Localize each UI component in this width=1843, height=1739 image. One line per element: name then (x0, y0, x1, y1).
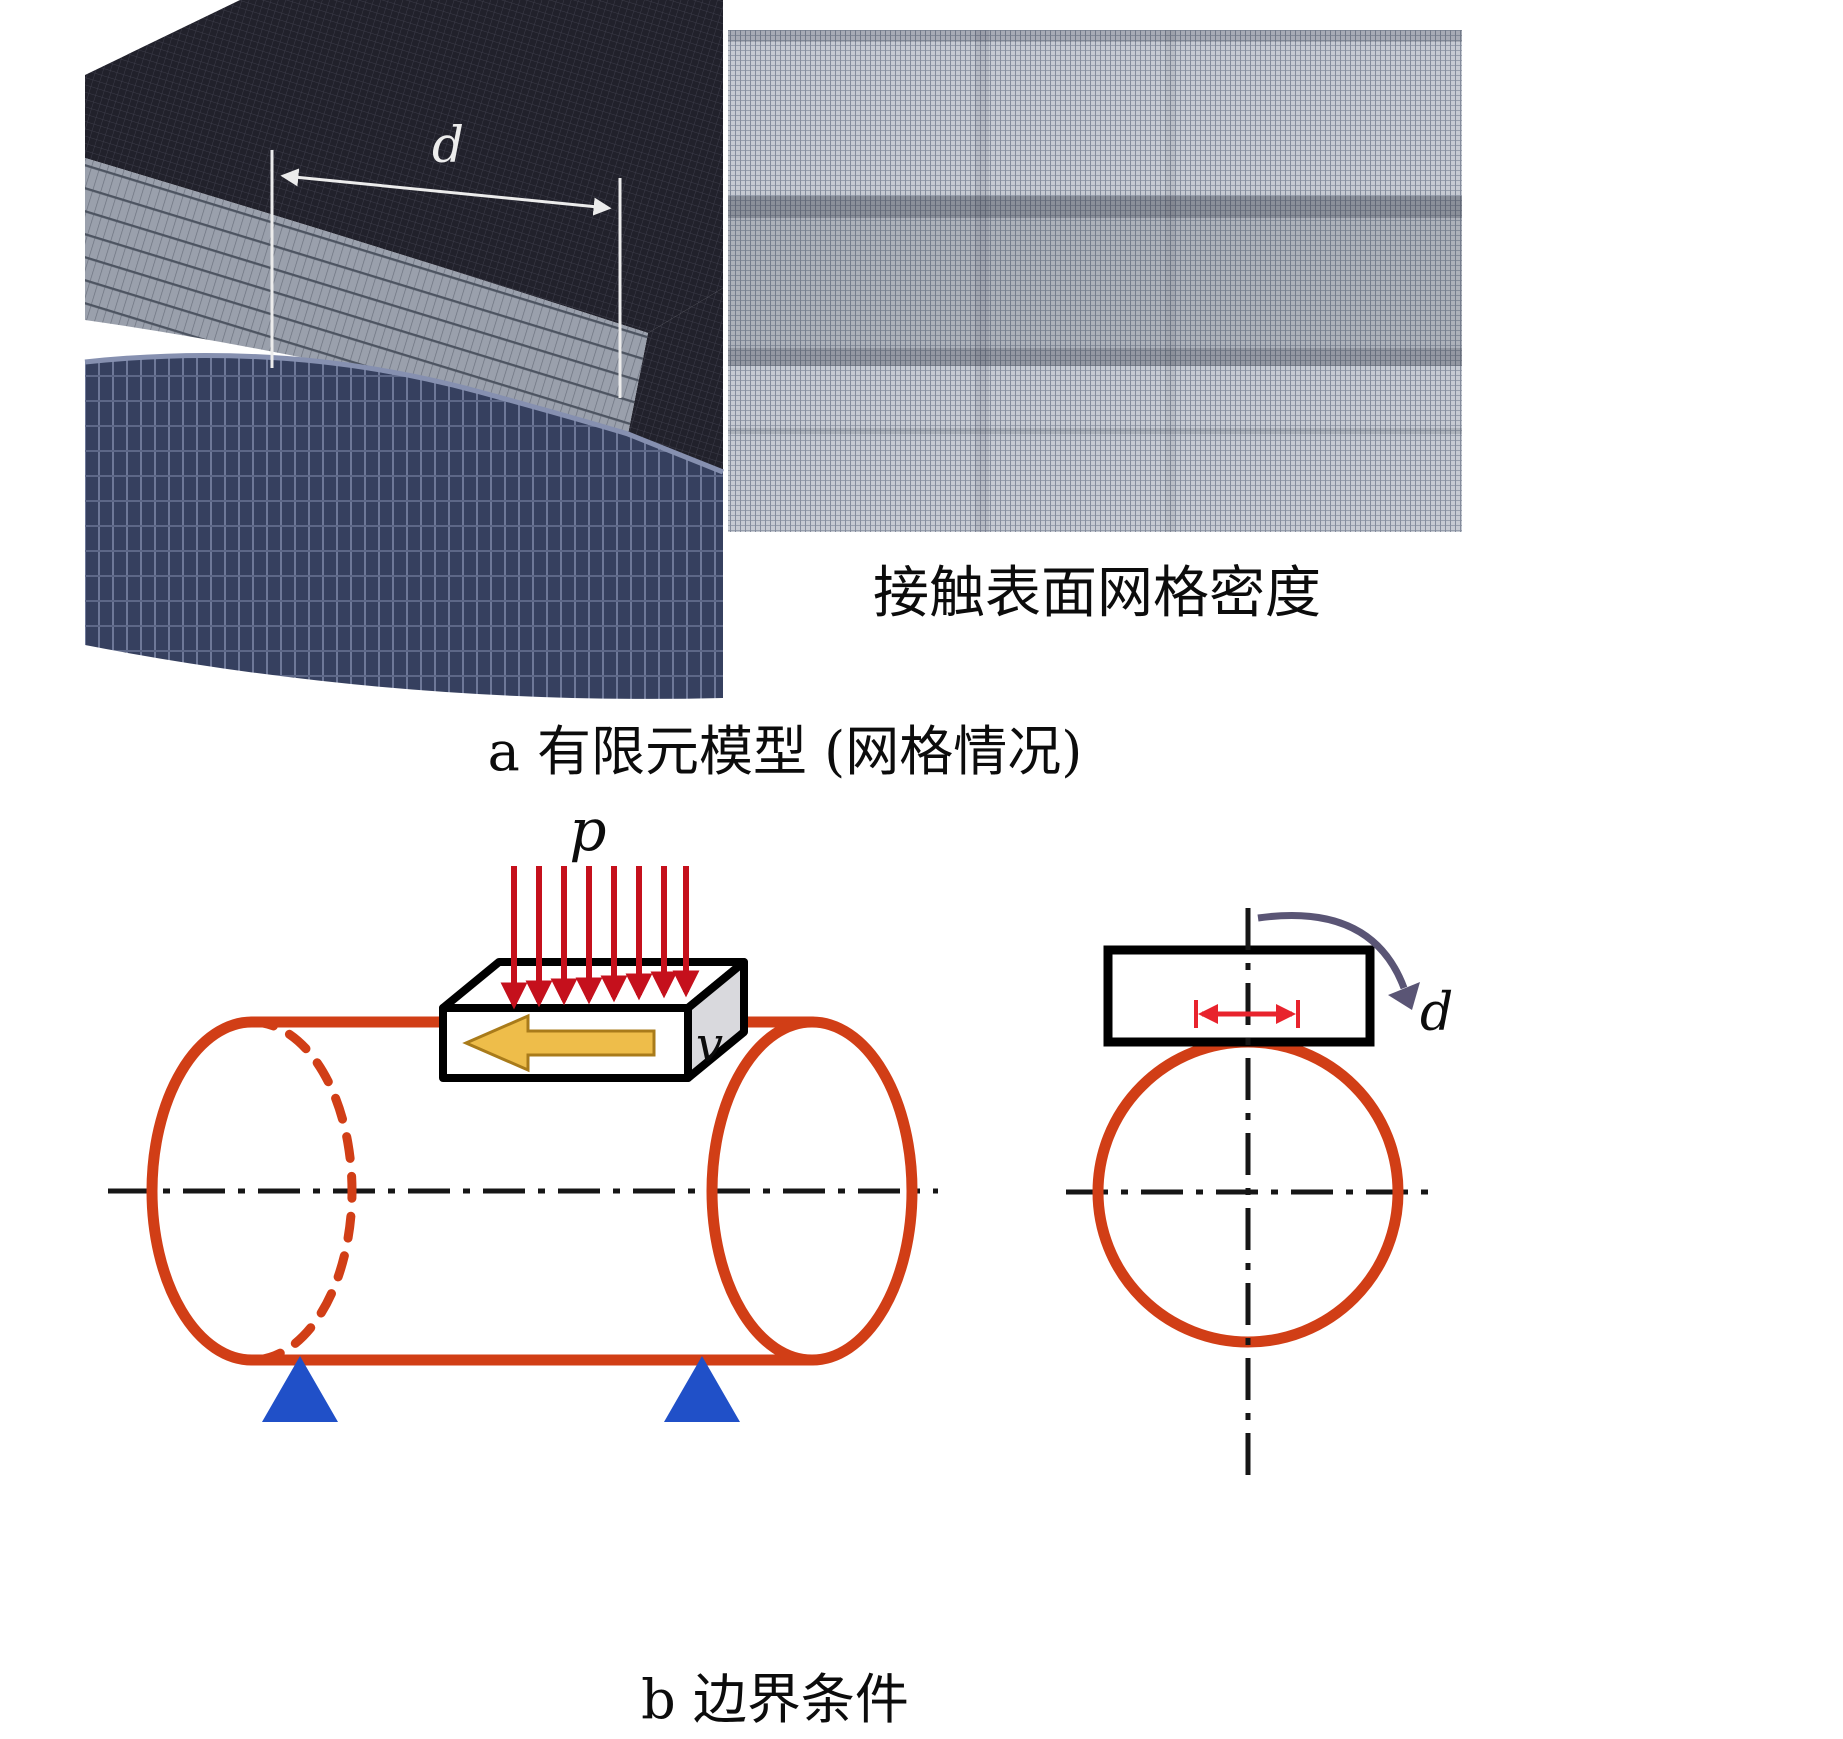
mesh-band-dark-1 (728, 196, 1462, 218)
panel-b-caption: b 边界条件 (641, 1668, 909, 1731)
cylinder-left-cap-back-dashed (247, 1017, 357, 1365)
rotation-arrowhead (1388, 982, 1420, 1010)
mesh-band-mid (728, 218, 1462, 348)
dimension-d (270, 150, 622, 398)
velocity-arrow (462, 1013, 656, 1073)
dimension-arrow-line (280, 168, 612, 216)
end-view-block (1103, 945, 1375, 1047)
panel-a-caption: a 有限元模型 (网格情况) (488, 720, 1083, 783)
fe-model-3d (84, 0, 724, 699)
velocity-label: v (696, 1017, 723, 1073)
lower-slab-mesh (85, 355, 723, 699)
lower-slab-top-highlight (84, 352, 724, 475)
mesh-vband-1 (975, 30, 989, 532)
rotation-arrow (1257, 912, 1408, 990)
mesh-density-grid (728, 30, 1462, 532)
mesh-band-dark-2 (728, 348, 1462, 366)
displacement-label: d (1420, 983, 1453, 1043)
pressure-label: p (569, 796, 606, 864)
support-triangle-left (262, 1356, 338, 1422)
mesh-density-panel (728, 30, 1462, 532)
upper-slab-side-face (85, 158, 648, 434)
upper-slab-top-mesh (85, 0, 723, 333)
dimension-label: d (432, 116, 464, 174)
cylinder-right-cap (706, 1016, 918, 1366)
contact-width-dimension (1194, 1000, 1300, 1028)
pressure-arrows (500, 866, 700, 1010)
mesh-band-top (728, 30, 1462, 42)
cylinder-left-cap-front (146, 1016, 258, 1366)
mesh-band-low (728, 428, 1462, 434)
mesh-density-caption: 接触表面网格密度 (873, 561, 1321, 626)
support-triangle-right (664, 1356, 740, 1422)
upper-slab-right-wedge (628, 288, 723, 472)
mesh-vband-2 (1165, 30, 1175, 532)
